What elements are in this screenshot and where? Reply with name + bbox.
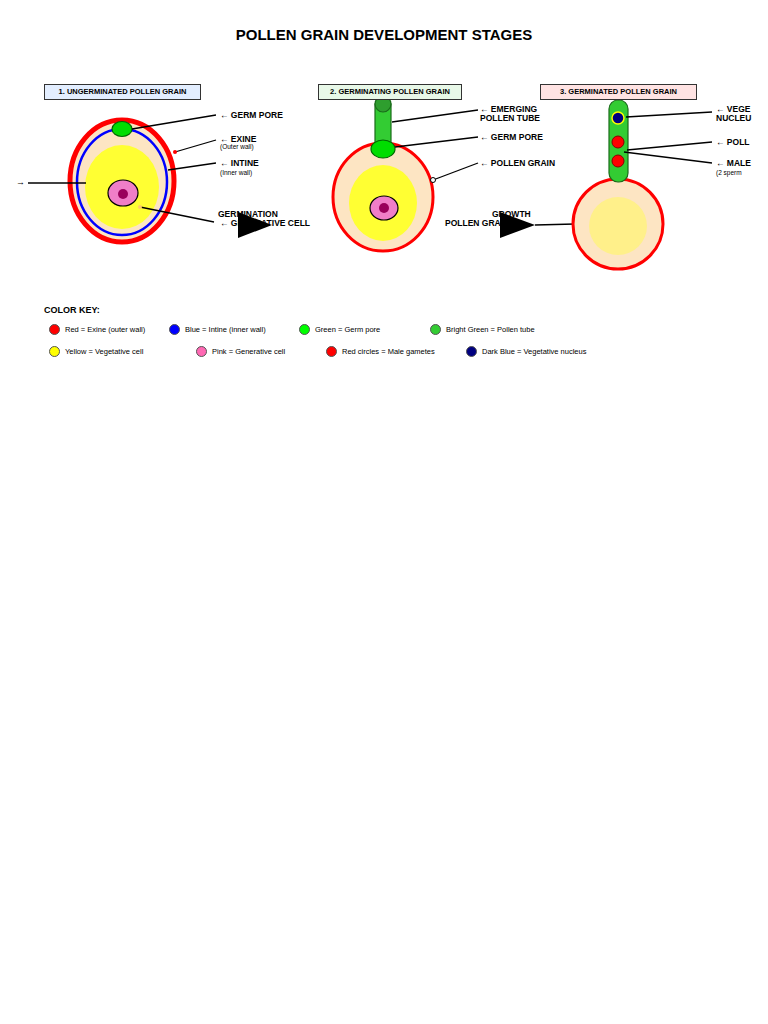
part-note: (Inner wall) <box>220 170 252 177</box>
legend-text: Blue = Intine (inner wall) <box>185 326 266 334</box>
legend-entry: Bright Green = Pollen tube <box>430 324 535 335</box>
generative-nucleus <box>379 203 389 213</box>
legend-text: Dark Blue = Vegetative nucleus <box>482 348 586 356</box>
part-note: (Outer wall) <box>220 144 254 151</box>
leader-dot <box>173 150 177 154</box>
exine-wall <box>70 120 174 242</box>
stage-header-box: 3. GERMINATED POLLEN GRAIN <box>540 84 697 100</box>
legend-swatch <box>169 324 180 335</box>
legend-swatch <box>466 346 477 357</box>
legend-text: Red circles = Male gametes <box>342 348 435 356</box>
legend-text: Yellow = Vegetative cell <box>65 348 143 356</box>
legend-swatch <box>196 346 207 357</box>
stage-header-box: 2. GERMINATING POLLEN GRAIN <box>318 84 462 100</box>
leader-line <box>433 163 478 180</box>
part-label: ← POLL <box>716 138 750 147</box>
leader-line <box>395 137 478 147</box>
part-label: ← VEGE NUCLEU <box>716 105 762 123</box>
stage-header-text: 3. GERMINATED POLLEN GRAIN <box>560 88 677 96</box>
legend-swatch <box>49 324 60 335</box>
pollen-grain <box>333 143 433 251</box>
leader-line <box>132 115 216 129</box>
leader-line <box>627 142 712 150</box>
leader-dot <box>138 205 142 209</box>
stage-header-box: 1. UNGERMINATED POLLEN GRAIN <box>44 84 201 100</box>
leader-line <box>535 224 575 225</box>
part-label: POLLEN GRAIN <box>445 219 509 228</box>
legend-text: Red = Exine (outer wall) <box>65 326 145 334</box>
intine-wall <box>77 129 167 235</box>
legend-swatch <box>326 346 337 357</box>
germ-pore <box>371 140 395 158</box>
vegetative-cell <box>589 197 647 255</box>
legend-swatch <box>299 324 310 335</box>
leader-line <box>168 163 216 170</box>
pollen-tube <box>609 100 628 182</box>
part-label: ← GERM PORE <box>480 133 543 142</box>
generative-nucleus <box>118 189 128 199</box>
part-label: ← GERM PORE <box>220 111 283 120</box>
leader-line <box>624 152 712 163</box>
male-gamete <box>612 136 624 148</box>
part-label: ← INTINE <box>220 159 259 168</box>
diagram-title: POLLEN GRAIN DEVELOPMENT STAGES <box>0 27 768 42</box>
part-note: (2 sperm <box>716 170 742 177</box>
part-label: ← GENERATIVE CELL <box>220 219 310 228</box>
legend-entry: Red circles = Male gametes <box>326 346 435 357</box>
vegetative-cell <box>85 145 159 229</box>
male-gamete <box>612 155 624 167</box>
legend-entry: Red = Exine (outer wall) <box>49 324 145 335</box>
leader-line <box>626 112 712 117</box>
legend-heading: COLOR KEY: <box>44 306 100 315</box>
legend-swatch <box>430 324 441 335</box>
vegetative-nucleus <box>612 112 624 124</box>
generative-cell <box>370 196 398 220</box>
germ-pore <box>112 122 132 137</box>
generative-cell <box>108 180 138 206</box>
legend-entry: Green = Germ pore <box>299 324 380 335</box>
legend-entry: Pink = Generative cell <box>196 346 285 357</box>
part-label: ← POLLEN GRAIN <box>480 159 555 168</box>
leader-line <box>392 110 478 122</box>
legend-text: Green = Germ pore <box>315 326 380 334</box>
legend-entry: Yellow = Vegetative cell <box>49 346 143 357</box>
part-label: ← MALE <box>716 159 751 168</box>
vegetative-cell <box>349 165 417 241</box>
leader-dot <box>431 178 436 183</box>
legend-swatch <box>49 346 60 357</box>
stage-arrow-label: GROWTH <box>492 210 531 219</box>
legend-entry: Blue = Intine (inner wall) <box>169 324 266 335</box>
leader-line <box>28 182 86 183</box>
stage-arrow-label: GERMINATION <box>218 210 278 219</box>
pollen-grain <box>573 179 663 269</box>
stage-header-text: 1. UNGERMINATED POLLEN GRAIN <box>59 88 187 96</box>
leader-line <box>140 207 214 222</box>
leader-line <box>175 140 216 152</box>
pointer-arrow: → <box>16 178 25 187</box>
legend-text: Pink = Generative cell <box>212 348 285 356</box>
part-label: ← EXINE <box>220 135 256 144</box>
legend-text: Bright Green = Pollen tube <box>446 326 535 334</box>
legend-entry: Dark Blue = Vegetative nucleus <box>466 346 586 357</box>
part-label: ← EMERGING POLLEN TUBE <box>480 105 544 123</box>
stage-header-text: 2. GERMINATING POLLEN GRAIN <box>330 88 450 96</box>
